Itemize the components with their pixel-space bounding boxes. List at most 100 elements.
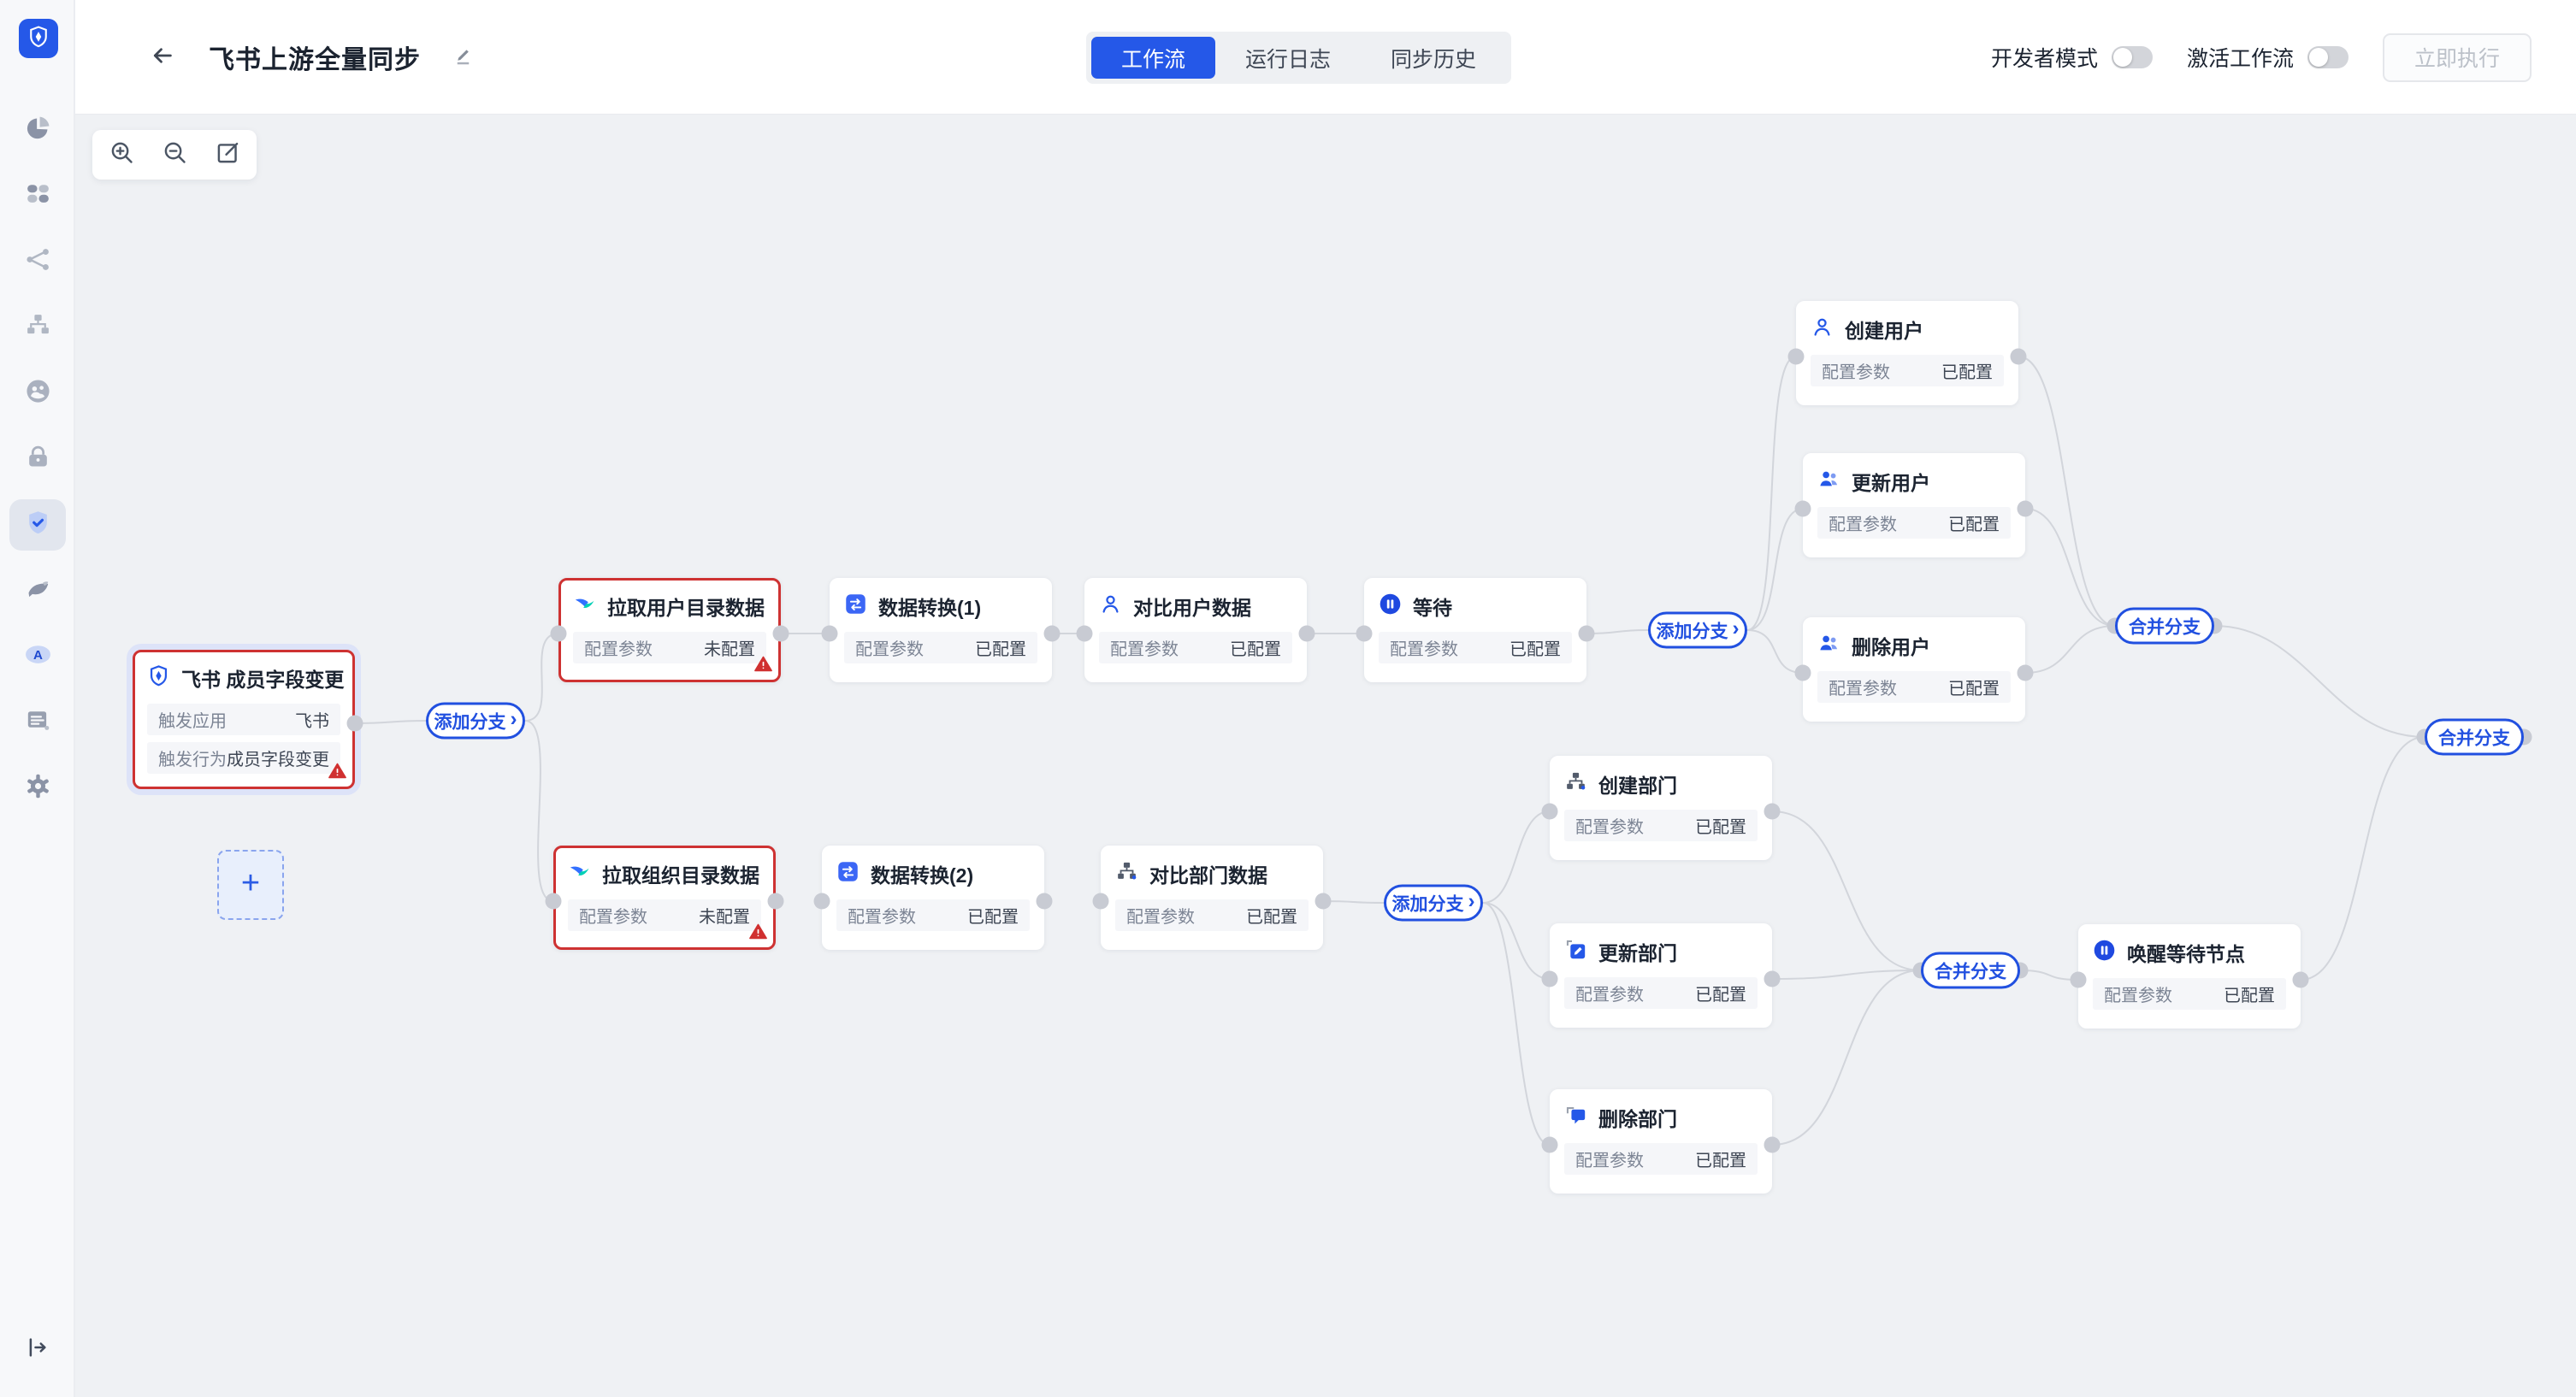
- delete-dept-left-connection-dot[interactable]: [1541, 1136, 1558, 1153]
- edit-title-button[interactable]: [448, 43, 477, 72]
- transform-1-left-connection-dot[interactable]: [821, 625, 838, 642]
- compare-user-data-left-connection-dot[interactable]: [1076, 625, 1093, 642]
- canvas-toolbar: [92, 130, 257, 180]
- edit-canvas-button[interactable]: [214, 141, 241, 168]
- edge-connector: [1746, 508, 1804, 631]
- create-user-left-connection-dot[interactable]: [1787, 348, 1805, 365]
- pull-org-data-right-connection-dot[interactable]: [767, 893, 784, 910]
- svg-text:A: A: [33, 648, 43, 663]
- user-outline-icon: [1811, 315, 1834, 343]
- transform-icon: [844, 592, 867, 620]
- sidebar-item-pie-chart[interactable]: [9, 104, 66, 156]
- wake-wait-node-right-connection-dot[interactable]: [2292, 971, 2309, 988]
- param-label: 触发应用: [158, 712, 227, 731]
- add-node-placeholder[interactable]: +: [217, 850, 284, 920]
- sidebar-nav: A: [0, 104, 75, 828]
- node-title: 数据转换(1): [878, 597, 982, 619]
- node-pull-user-data[interactable]: 拉取用户目录数据配置参数未配置: [558, 578, 781, 682]
- wait-right-connection-dot[interactable]: [1578, 625, 1595, 642]
- node-trigger-feishu[interactable]: 飞书 成员字段变更触发应用飞书触发行为成员字段变更: [133, 650, 355, 789]
- activate-workflow-label: 激活工作流: [2186, 47, 2294, 71]
- pull-user-data-right-connection-dot[interactable]: [772, 625, 789, 642]
- merge-branch-users-pill[interactable]: 合并分支: [2115, 607, 2214, 645]
- node-wake-wait-node[interactable]: 唤醒等待节点配置参数已配置: [2078, 924, 2301, 1029]
- update-user-left-connection-dot[interactable]: [1794, 500, 1811, 517]
- transform-2-left-connection-dot[interactable]: [813, 893, 830, 910]
- trigger-feishu-right-connection-dot[interactable]: [346, 715, 363, 732]
- tab-sync-history[interactable]: 同步历史: [1391, 47, 1477, 72]
- param-label: 配置参数: [1829, 516, 1897, 534]
- node-update-dept[interactable]: 更新部门配置参数已配置: [1550, 923, 1772, 1028]
- node-wait[interactable]: 等待配置参数已配置: [1364, 578, 1586, 682]
- edge-connector: [1482, 810, 1551, 904]
- node-update-user[interactable]: 更新用户配置参数已配置: [1803, 453, 2025, 557]
- transform-1-right-connection-dot[interactable]: [1043, 625, 1061, 642]
- sidebar-item-apps-grid[interactable]: [9, 170, 66, 221]
- node-transform-1[interactable]: 数据转换(1)配置参数已配置: [830, 578, 1052, 682]
- delete-user-left-connection-dot[interactable]: [1794, 664, 1811, 681]
- zoom-in-button[interactable]: [108, 141, 135, 168]
- node-transform-2[interactable]: 数据转换(2)配置参数已配置: [822, 846, 1044, 950]
- create-dept-left-connection-dot[interactable]: [1541, 803, 1558, 820]
- compare-dept-data-left-connection-dot[interactable]: [1092, 893, 1109, 910]
- node-title: 拉取组织目录数据: [602, 864, 759, 887]
- app-logo[interactable]: [19, 19, 58, 58]
- sidebar-item-share[interactable]: [9, 236, 66, 287]
- sidebar-item-logs[interactable]: [9, 697, 66, 748]
- param-label: 配置参数: [2104, 987, 2172, 1005]
- merge-branch-depts-pill[interactable]: 合并分支: [1921, 952, 2020, 989]
- update-dept-left-connection-dot[interactable]: [1541, 970, 1558, 987]
- back-button[interactable]: [144, 38, 181, 76]
- update-user-right-connection-dot[interactable]: [2017, 500, 2034, 517]
- node-create-dept[interactable]: 创建部门配置参数已配置: [1550, 756, 1772, 860]
- pull-org-data-left-connection-dot[interactable]: [545, 893, 562, 910]
- add-branch-1-pill[interactable]: 添加分支›: [426, 702, 525, 740]
- tab-workflow[interactable]: 工作流: [1091, 37, 1216, 79]
- sidebar-item-leaf[interactable]: [9, 565, 66, 616]
- workflow-canvas[interactable]: 飞书 成员字段变更触发应用飞书触发行为成员字段变更 拉取用户目录数据配置参数未配置…: [75, 115, 2576, 1397]
- pill-label: 添加分支: [434, 712, 506, 732]
- expand-sidebar-button[interactable]: [0, 1330, 75, 1368]
- dev-mode-toggle[interactable]: [2111, 46, 2153, 68]
- pencil-icon: [452, 44, 475, 71]
- add-branch-3-pill[interactable]: 添加分支›: [1384, 884, 1483, 922]
- arrow-left-icon: [150, 43, 175, 73]
- zoom-out-button[interactable]: [161, 141, 188, 168]
- create-user-right-connection-dot[interactable]: [2010, 348, 2027, 365]
- org-tree-icon: [24, 311, 52, 344]
- pill-label: 添加分支: [1656, 622, 1728, 641]
- sidebar-item-org-tree[interactable]: [9, 302, 66, 353]
- run-now-button[interactable]: 立即执行: [2382, 32, 2532, 82]
- node-compare-user-data[interactable]: 对比用户数据配置参数已配置: [1084, 578, 1307, 682]
- sidebar-item-gear[interactable]: [9, 763, 66, 814]
- create-dept-right-connection-dot[interactable]: [1764, 803, 1781, 820]
- wake-wait-node-left-connection-dot[interactable]: [2070, 971, 2087, 988]
- node-param-row: 配置参数已配置: [1115, 899, 1309, 931]
- dev-mode-label: 开发者模式: [1990, 47, 2098, 71]
- pie-chart-icon: [24, 114, 52, 146]
- wait-left-connection-dot[interactable]: [1356, 625, 1373, 642]
- activate-workflow-toggle[interactable]: [2307, 46, 2349, 68]
- sidebar-item-team[interactable]: [9, 368, 66, 419]
- transform-2-right-connection-dot[interactable]: [1036, 893, 1053, 910]
- node-param-row: 配置参数已配置: [1817, 671, 2011, 703]
- update-dept-right-connection-dot[interactable]: [1764, 970, 1781, 987]
- compare-user-data-right-connection-dot[interactable]: [1298, 625, 1315, 642]
- node-pull-org-data[interactable]: 拉取组织目录数据配置参数未配置: [553, 846, 776, 950]
- node-create-user[interactable]: 创建用户配置参数已配置: [1796, 301, 2018, 405]
- sidebar-item-lock[interactable]: [9, 433, 66, 485]
- node-compare-dept-data[interactable]: 对比部门数据配置参数已配置: [1101, 846, 1323, 950]
- node-delete-user[interactable]: 删除用户配置参数已配置: [1803, 617, 2025, 722]
- add-branch-2-pill[interactable]: 添加分支›: [1648, 611, 1747, 649]
- delete-dept-right-connection-dot[interactable]: [1764, 1136, 1781, 1153]
- compare-dept-data-right-connection-dot[interactable]: [1315, 893, 1332, 910]
- pull-user-data-left-connection-dot[interactable]: [550, 625, 567, 642]
- node-title: 等待: [1413, 597, 1452, 619]
- sidebar-item-shield-check[interactable]: [9, 499, 66, 551]
- merge-branch-final-pill[interactable]: 合并分支: [2425, 718, 2524, 756]
- sidebar-item-a-badge[interactable]: A: [9, 631, 66, 682]
- node-delete-dept[interactable]: 删除部门配置参数已配置: [1550, 1089, 1772, 1194]
- delete-user-right-connection-dot[interactable]: [2017, 664, 2034, 681]
- node-param-row: 配置参数已配置: [836, 899, 1030, 931]
- tab-run-logs[interactable]: 运行日志: [1245, 47, 1332, 72]
